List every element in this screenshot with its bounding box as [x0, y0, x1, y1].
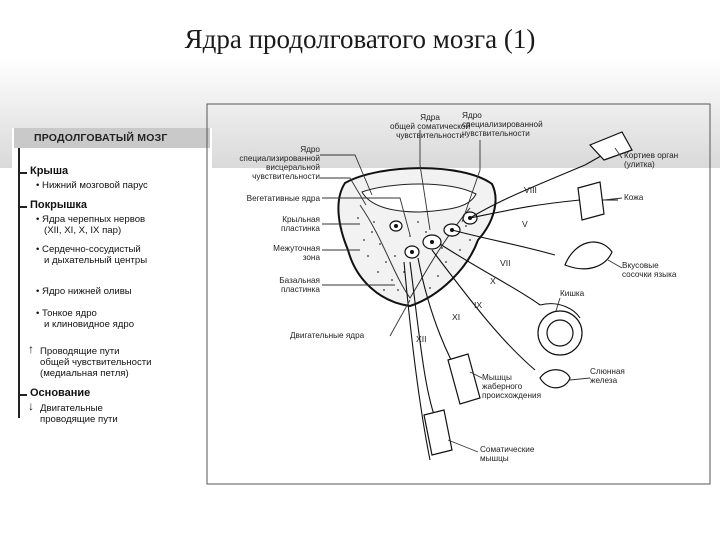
legend-branch — [18, 206, 27, 208]
label-somatic-muscles: Соматические — [480, 445, 535, 454]
legend-item: (медиальная петля) — [40, 368, 129, 379]
leader-lines — [320, 130, 623, 453]
label-roof-plate: Крыльная — [282, 215, 320, 224]
label-basal-plate: пластинка — [281, 285, 320, 294]
nerve-label: XII — [416, 334, 427, 344]
legend-item: • Нижний мозговой парус — [36, 180, 148, 191]
nerve-label: IX — [474, 300, 482, 310]
legend-item: (XII, XI, X, IX пар) — [44, 225, 122, 236]
arrow-up-icon: ↑ — [28, 342, 34, 356]
label-somatic-top: чувствительности — [396, 131, 464, 140]
label-visceral-special: чувствительности — [252, 172, 320, 181]
label-gut: Кишка — [560, 289, 585, 298]
slide-title: Ядра продолговатого мозга (1) — [184, 24, 536, 54]
label-intermediate: Межуточная — [273, 244, 320, 253]
legend-tree-line — [18, 148, 20, 418]
label-taste: сосочки языка — [622, 270, 677, 279]
legend-section-tegmentum: Покрышка — [30, 199, 88, 211]
nerve-label: V — [522, 219, 528, 229]
label-salivary: Слюнная — [590, 367, 625, 376]
legend-branch — [18, 172, 27, 174]
label-visceral-special: специализированной — [239, 154, 320, 163]
label-intermediate: зона — [303, 253, 321, 262]
label-special-sense: Ядро — [462, 111, 482, 120]
fourth-ventricle — [361, 183, 477, 213]
legend-item: • Ядро нижней оливы — [36, 286, 132, 297]
label-basal-plate: Базальная — [279, 276, 320, 285]
inner-boundary — [359, 204, 471, 299]
nerve-label: XI — [452, 312, 460, 322]
label-vegetative: Вегетативные ядра — [247, 194, 321, 203]
legend-header: ПРОДОЛГОВАТЫЙ МОЗГ — [14, 128, 210, 148]
diagram-labels: Ядра общей соматической чувствительности… — [239, 111, 678, 463]
corti-organ-shape — [588, 131, 633, 161]
label-branchial: происхождения — [482, 391, 541, 400]
diagram-frame — [206, 103, 711, 485]
legend-item: • Тонкое ядро — [36, 308, 97, 319]
label-branchial: Мышцы — [482, 373, 512, 382]
nerve-label: VII — [500, 258, 511, 268]
legend-item: и дыхательный центры — [44, 255, 148, 266]
branchial-muscle-shape — [447, 353, 481, 405]
label-salivary: железа — [590, 376, 618, 385]
legend-section-base: Основание — [30, 387, 91, 399]
somatic-muscle-shape — [423, 409, 453, 456]
skin-shape — [577, 181, 605, 221]
legend-item: • Ядра черепных нервов — [36, 214, 146, 225]
label-motor: Двигательные ядра — [290, 331, 365, 340]
label-corti: Кортиев орган — [624, 151, 678, 160]
organ-shapes — [423, 131, 633, 456]
cranial-nerve-nuclei — [389, 211, 478, 259]
label-corti: (улитка) — [624, 160, 655, 169]
legend-item: • Сердечно-сосудистый — [36, 244, 141, 255]
label-branchial: жаберного — [482, 382, 523, 391]
label-somatic-top: общей соматической — [390, 122, 470, 131]
label-roof-plate: пластинка — [281, 224, 320, 233]
label-somatic-top: Ядра — [420, 113, 440, 122]
legend-branch — [18, 394, 27, 396]
legend-item: ↑Проводящие пути — [28, 342, 120, 357]
label-special-sense: чувствительности — [462, 129, 530, 138]
legend-item: ↓Двигательные — [28, 399, 103, 414]
legend-item: проводящие пути — [40, 414, 118, 425]
salivary-gland-shape — [539, 369, 571, 389]
legend-panel: ПРОДОЛГОВАТЫЙ МОЗГ Крыша • Нижний мозгов… — [12, 128, 212, 438]
nerve-label: VIII — [524, 185, 537, 195]
legend-item: и клиновидное ядро — [44, 319, 135, 330]
tongue-shape — [564, 241, 613, 270]
legend-section-roof: Крыша — [30, 165, 69, 177]
stipple-texture — [357, 217, 471, 291]
label-somatic-muscles: мышцы — [480, 454, 509, 463]
label-taste: Вкусовые — [622, 261, 659, 270]
label-visceral-special: Ядро — [300, 145, 320, 154]
label-special-sense: специализированной — [462, 120, 543, 129]
legend-item: общей чувствительности — [40, 357, 152, 368]
arrow-down-icon: ↓ — [28, 399, 34, 413]
label-visceral-special: висцеральной — [266, 163, 320, 172]
nerve-label: X — [490, 276, 496, 286]
label-skin: Кожа — [624, 193, 644, 202]
